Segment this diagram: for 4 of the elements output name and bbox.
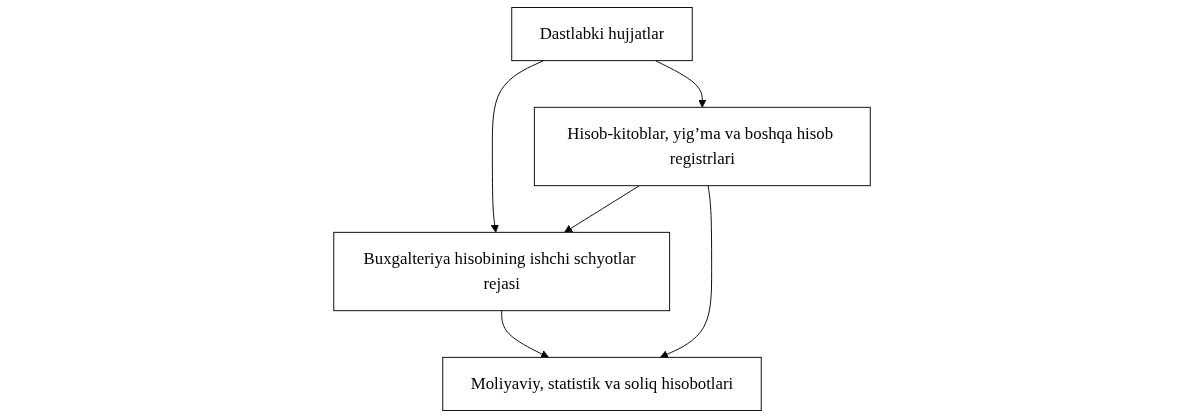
node-box: Buxgalteriya hisobining ishchi schyotlar rejasi (333, 231, 671, 312)
node-box: Moliyaviy, statistik va soliq hisobotlari (442, 356, 762, 411)
node-box: Dastlabki hujjatlar (511, 7, 693, 62)
node-box: Hisob-kitoblar, yig’ma va boshqa hisob registrlari (533, 106, 871, 187)
